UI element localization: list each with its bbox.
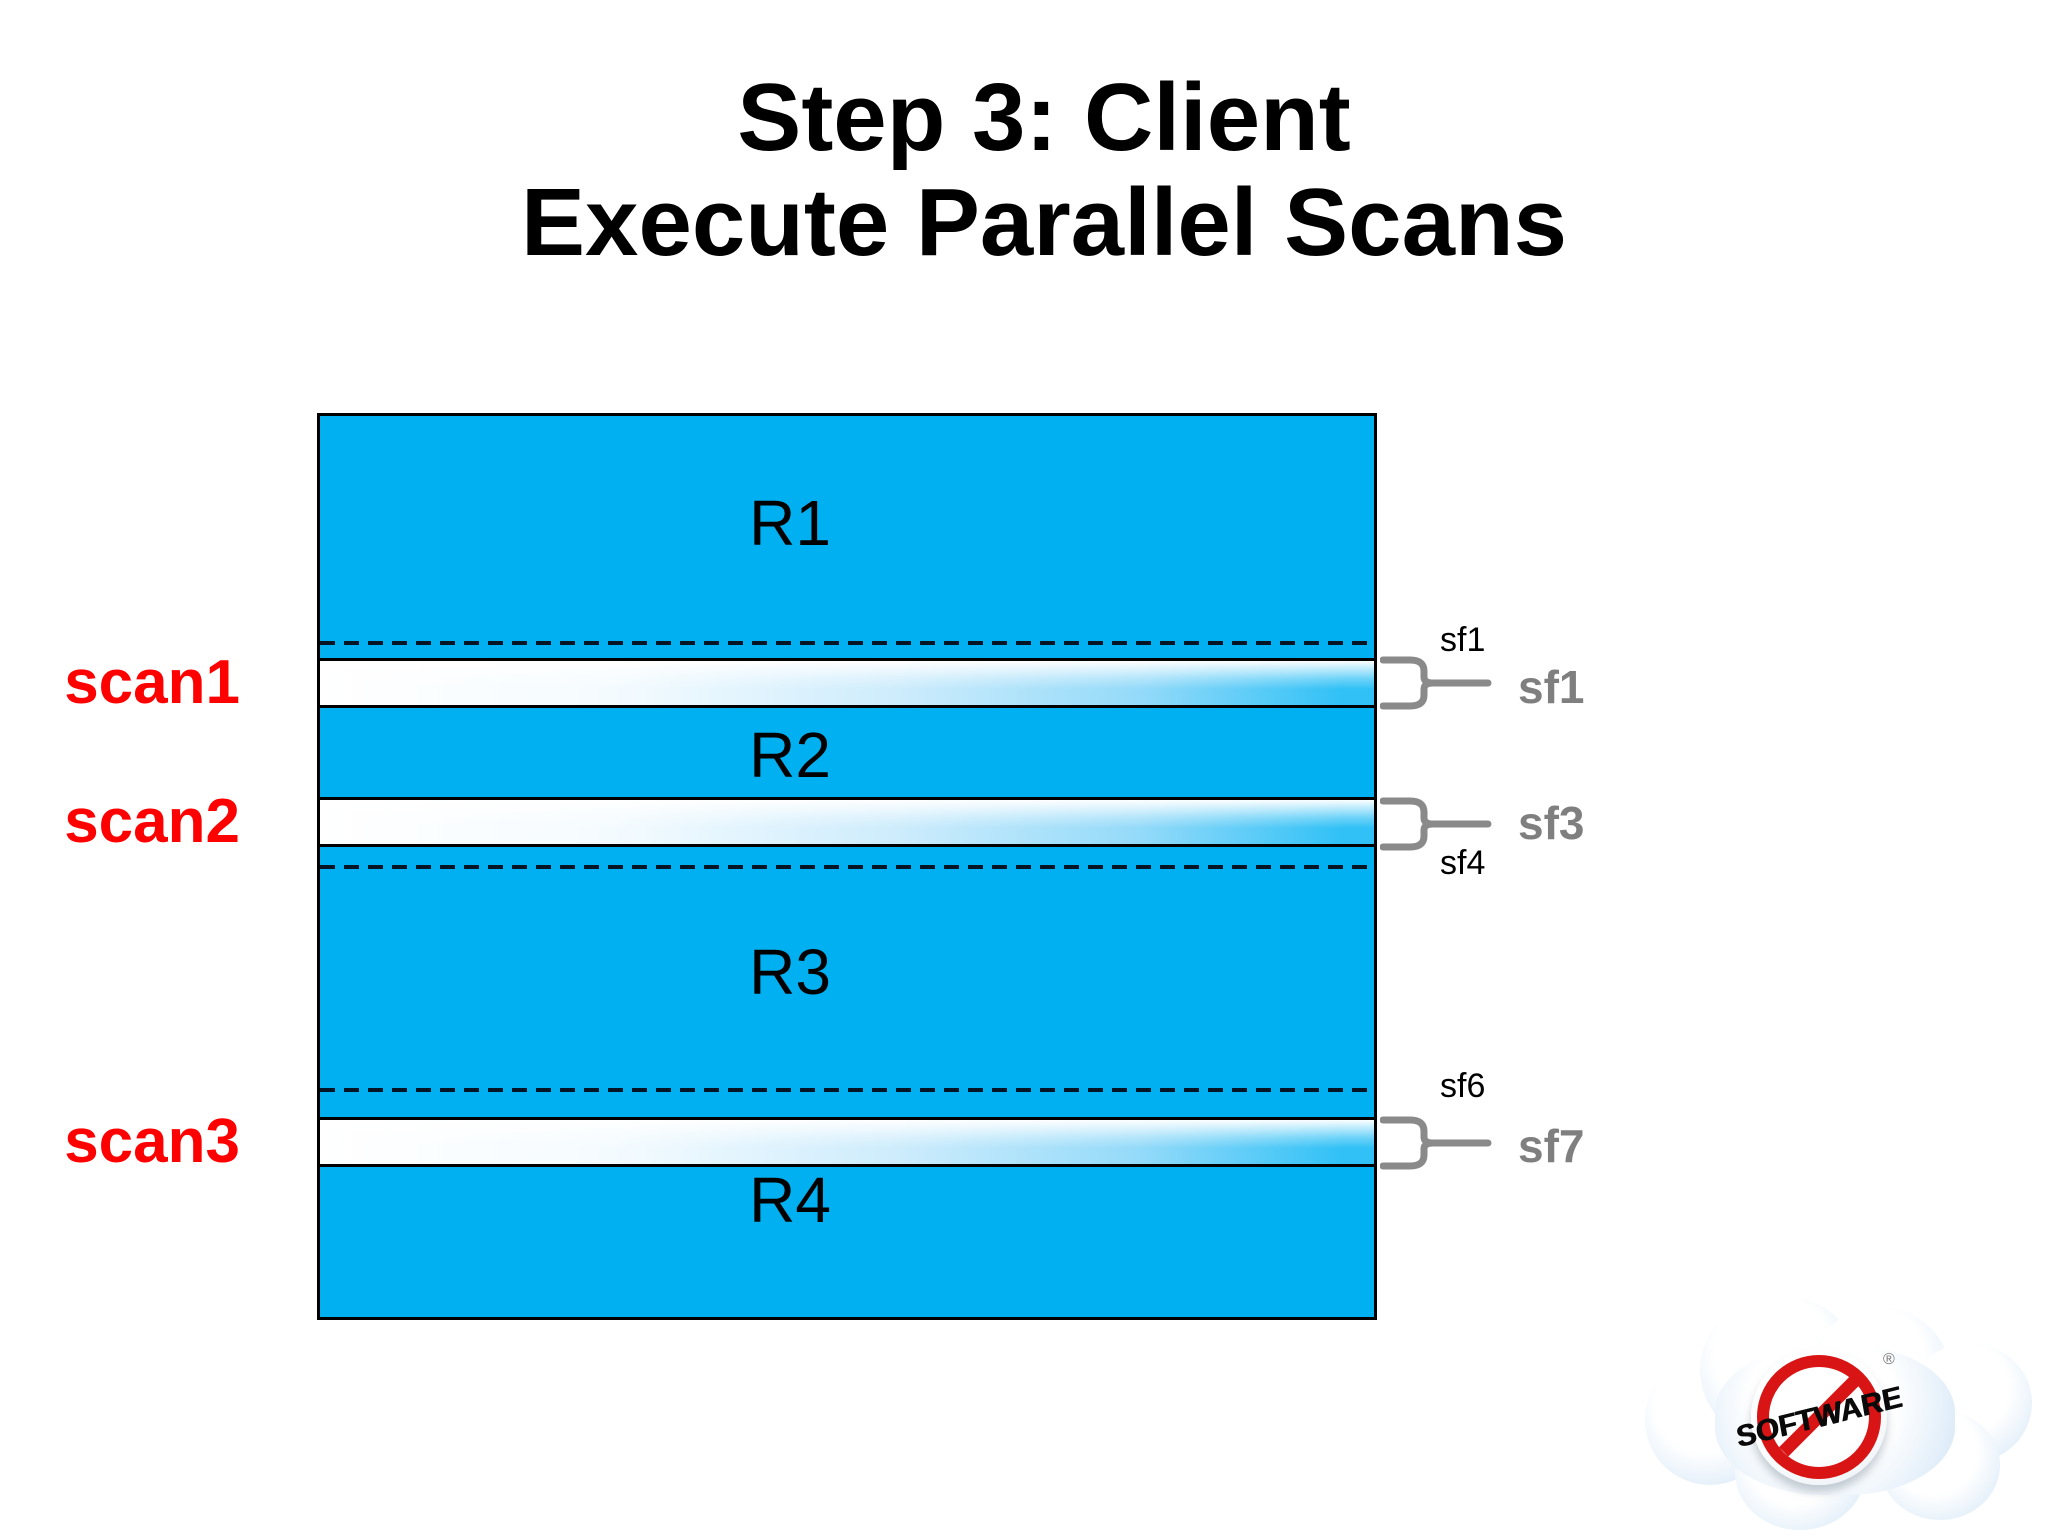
scan1-label: scan1: [64, 648, 240, 717]
scan1-brace-icon: [1380, 656, 1492, 710]
result-label-sf1: sf1: [1518, 661, 1585, 713]
scan3-label: scan3: [64, 1107, 240, 1176]
region-label-r4: R4: [749, 1164, 831, 1236]
slide-title-line2: Execute Parallel Scans: [521, 168, 1567, 276]
boundary-label-sf4: sf4: [1440, 844, 1486, 882]
result-label-sf7: sf7: [1518, 1120, 1585, 1172]
no-software-cloud-logo: SOFTWARE ®: [1645, 1295, 2035, 1535]
region-label-r2: R2: [749, 719, 831, 791]
scan3-range-bar: [317, 1117, 1377, 1167]
boundary-label-sf1: sf1: [1440, 621, 1486, 659]
scan2-label: scan2: [64, 787, 240, 856]
region-label-r1: R1: [749, 487, 831, 559]
slide-title: Step 3: Client Execute Parallel Scans: [324, 64, 1764, 276]
scan2-range-bar: [317, 797, 1377, 847]
scan1-range-bar: [317, 658, 1377, 708]
no-software-badge: SOFTWARE: [1734, 1349, 1904, 1485]
boundary-label-sf6: sf6: [1440, 1067, 1486, 1105]
scan3-boundary-dashed-line: [320, 1088, 1374, 1092]
result-label-sf3: sf3: [1518, 797, 1585, 849]
scan2-boundary-dashed-line: [320, 865, 1374, 869]
scan3-brace-icon: [1380, 1116, 1492, 1170]
slide-title-line1: Step 3: Client: [737, 64, 1351, 171]
scan2-brace-icon: [1380, 797, 1492, 851]
region-label-r3: R3: [749, 936, 831, 1008]
registered-mark: ®: [1883, 1351, 1895, 1368]
scan1-boundary-dashed-line: [320, 641, 1374, 645]
